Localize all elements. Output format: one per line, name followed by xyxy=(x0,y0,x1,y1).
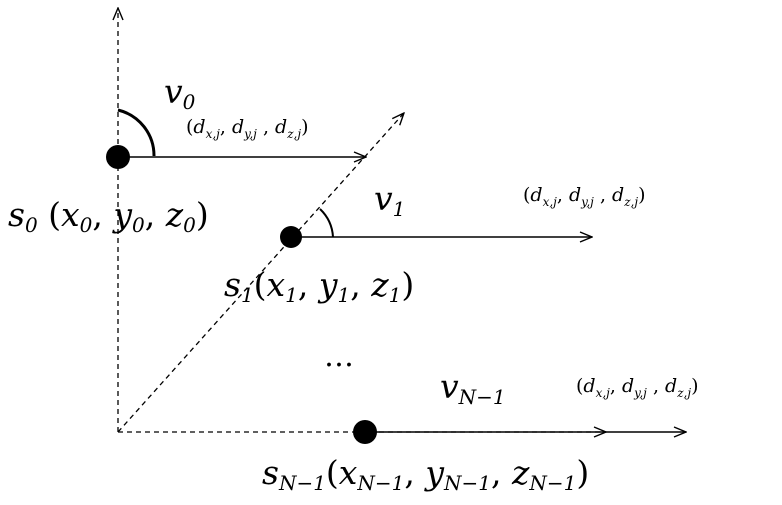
angle-arc-s0 xyxy=(117,108,156,157)
sensor-sN-1: vN−1 (dx,j, dy,j , dz,j) sN−1(xN−1, yN−1… xyxy=(262,367,698,495)
position-label-s1: s1(x1, y1, z1) xyxy=(224,265,414,307)
position-label-s0: s0 (x0, y0, z0) xyxy=(8,195,209,237)
direction-label-s0: (dx,j, dy,j , dz,j) xyxy=(186,116,308,141)
sensor-s1: v1 (dx,j, dy,j , dz,j) s1(x1, y1, z1) xyxy=(224,179,645,307)
sensor-s0: v0 (dx,j, dy,j , dz,j) s0 (x0, y0, z0) xyxy=(8,72,366,237)
sensor-dot-sN-1 xyxy=(353,420,377,444)
velocity-label-s1: v1 xyxy=(374,179,405,221)
angle-arc-s1 xyxy=(319,208,334,238)
sensor-dot-s1 xyxy=(280,226,302,248)
direction-label-sN-1: (dx,j, dy,j , dz,j) xyxy=(576,375,698,400)
velocity-label-sN-1: vN−1 xyxy=(440,367,506,409)
position-label-sN-1: sN−1(xN−1, yN−1, zN−1) xyxy=(262,453,589,495)
ellipsis: … xyxy=(324,339,354,374)
direction-label-s1: (dx,j, dy,j , dz,j) xyxy=(523,184,645,209)
velocity-label-s0: v0 xyxy=(164,72,196,114)
sensor-dot-s0 xyxy=(106,145,130,169)
